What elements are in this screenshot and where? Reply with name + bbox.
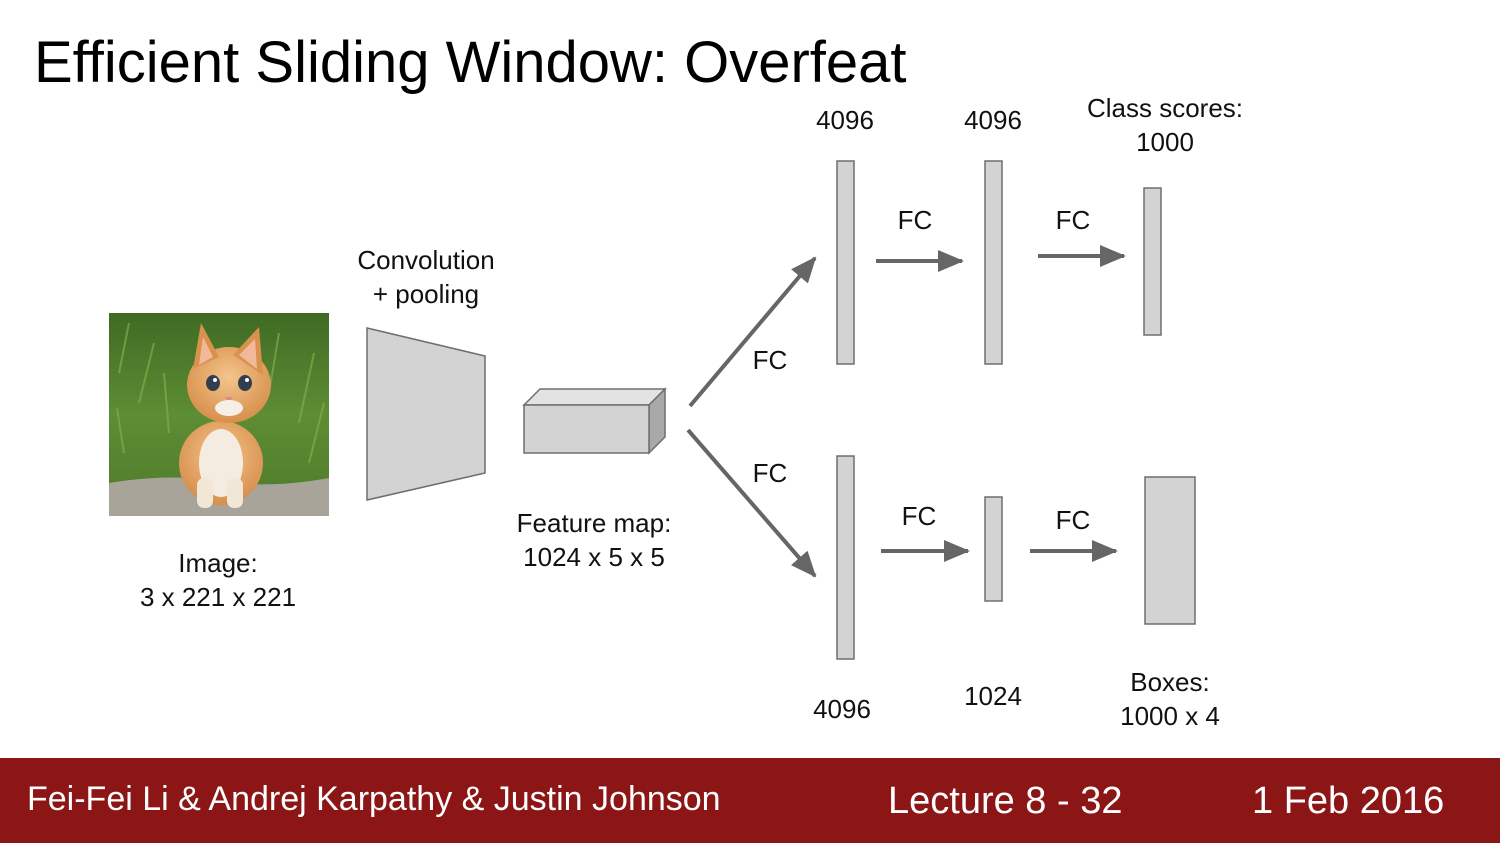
- arrow-to-bottom-branch: [686, 428, 817, 578]
- slide-title: Efficient Sliding Window: Overfeat: [34, 30, 907, 95]
- boxes-label-line1: Boxes:: [1130, 667, 1210, 697]
- top-arrow1-label: FC: [897, 205, 933, 235]
- bottom-edge-label: FC: [752, 458, 788, 488]
- footer-authors: Fei-Fei Li & Andrej Karpathy & Justin Jo…: [27, 780, 721, 818]
- kitten-photo: [109, 313, 329, 516]
- boxes-layer: [1144, 476, 1196, 625]
- image-label-line1: Image:: [178, 548, 258, 578]
- feature-map-block: [522, 387, 667, 455]
- top-edge-label: FC: [752, 345, 788, 375]
- class-scores-line1: Class scores:: [1086, 93, 1244, 123]
- footer-date: 1 Feb 2016: [1252, 780, 1445, 822]
- conv-label-line1: Convolution: [357, 245, 495, 275]
- bottom-arrow1-label: FC: [901, 501, 937, 531]
- image-label-line2: 3 x 221 x 221: [139, 582, 297, 612]
- feature-map-label: Feature map: 1024 x 5 x 5: [494, 506, 694, 574]
- conv-label-line2: + pooling: [372, 279, 480, 309]
- bottom-layer1-size: 4096: [813, 694, 871, 724]
- bottom-fc-layer-1: [836, 455, 855, 660]
- class-scores-line2: 1000: [1136, 127, 1194, 157]
- footer-lecture: Lecture 8 - 32: [888, 780, 1123, 822]
- boxes-label-line2: 1000 x 4: [1120, 701, 1220, 731]
- input-image: [109, 313, 329, 516]
- top-fc-layer-1: [836, 160, 855, 365]
- footer-bar: Fei-Fei Li & Andrej Karpathy & Justin Jo…: [0, 758, 1500, 843]
- top-fc-layer-2: [984, 160, 1003, 365]
- boxes-label: Boxes: 1000 x 4: [1070, 665, 1270, 733]
- network-diagram: [366, 160, 1196, 660]
- feature-map-label-line1: Feature map:: [516, 508, 672, 538]
- bottom-arrow2-label: FC: [1055, 505, 1091, 535]
- image-label: Image: 3 x 221 x 221: [103, 546, 333, 614]
- class-scores-layer: [1143, 187, 1162, 336]
- conv-pool-block: [366, 327, 486, 501]
- bottom-fc-layer-2: [984, 496, 1003, 602]
- bottom-layer2-size: 1024: [964, 681, 1022, 711]
- top-layer2-size: 4096: [964, 105, 1022, 135]
- feature-map-label-line2: 1024 x 5 x 5: [523, 542, 665, 572]
- class-scores-label: Class scores: 1000: [1065, 91, 1265, 159]
- conv-label: Convolution + pooling: [326, 243, 526, 311]
- top-layer1-size: 4096: [816, 105, 874, 135]
- arrow-to-top-branch: [688, 256, 817, 408]
- top-arrow2-label: FC: [1055, 205, 1091, 235]
